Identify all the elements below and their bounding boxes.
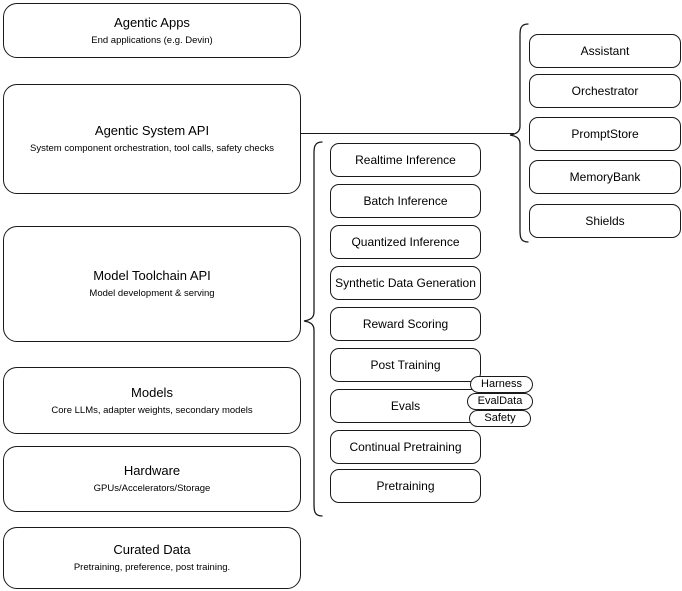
- toolchain-item-batch-inference[interactable]: Batch Inference: [330, 184, 481, 218]
- toolchain-item-reward-scoring[interactable]: Reward Scoring: [330, 307, 481, 341]
- layer-title: Model Toolchain API: [93, 268, 211, 283]
- brace-agentic-system-components: [509, 23, 529, 243]
- item-label: Orchestrator: [571, 83, 639, 98]
- toolchain-item-continual-pretraining[interactable]: Continual Pretraining: [330, 430, 481, 464]
- toolchain-item-pretraining[interactable]: Pretraining: [330, 469, 481, 503]
- item-label: Continual Pretraining: [349, 439, 462, 454]
- toolchain-item-synthetic-data-generation[interactable]: Synthetic Data Generation: [330, 266, 481, 300]
- eval-badge-label: Safety: [484, 412, 516, 424]
- system-component-promptstore[interactable]: PromptStore: [529, 117, 681, 151]
- eval-badge-label: EvalData: [477, 395, 523, 407]
- layer-box-models[interactable]: Models Core LLMs, adapter weights, secon…: [3, 367, 301, 434]
- layer-box-curated-data[interactable]: Curated Data Pretraining, preference, po…: [3, 527, 301, 589]
- item-label: Realtime Inference: [355, 152, 456, 167]
- layer-subtitle: System component orchestration, tool cal…: [30, 143, 274, 154]
- layer-subtitle: GPUs/Accelerators/Storage: [93, 483, 211, 494]
- item-label: PromptStore: [571, 126, 639, 141]
- toolchain-item-evals[interactable]: Evals: [330, 389, 481, 423]
- connector-system-api-to-components: [301, 133, 514, 134]
- item-label: Post Training: [370, 357, 441, 372]
- item-label: Pretraining: [376, 478, 435, 493]
- item-label: Batch Inference: [363, 193, 448, 208]
- system-component-memorybank[interactable]: MemoryBank: [529, 160, 681, 194]
- item-label: MemoryBank: [569, 169, 641, 184]
- toolchain-item-quantized-inference[interactable]: Quantized Inference: [330, 225, 481, 259]
- layer-title: Models: [131, 384, 173, 400]
- layer-box-agentic-apps[interactable]: Agentic Apps End applications (e.g. Devi…: [3, 3, 301, 58]
- layer-title: Curated Data: [113, 542, 191, 557]
- toolchain-item-realtime-inference[interactable]: Realtime Inference: [330, 143, 481, 177]
- layer-subtitle: Pretraining, preference, post training.: [73, 562, 231, 573]
- eval-badge-harness[interactable]: Harness: [470, 376, 533, 393]
- brace-model-toolchain: [303, 141, 323, 517]
- item-label: Evals: [390, 398, 421, 413]
- toolchain-item-post-training[interactable]: Post Training: [330, 348, 481, 382]
- layer-title: Agentic Apps: [114, 14, 190, 30]
- layer-title: Hardware: [123, 463, 181, 478]
- eval-badge-label: Harness: [481, 378, 522, 390]
- layer-subtitle: Core LLMs, adapter weights, secondary mo…: [51, 404, 253, 416]
- layer-box-hardware[interactable]: Hardware GPUs/Accelerators/Storage: [3, 446, 301, 512]
- item-label: Reward Scoring: [362, 316, 449, 331]
- item-label: Shields: [585, 213, 625, 228]
- layer-subtitle: Model development & serving: [89, 288, 215, 299]
- eval-badge-evaldata[interactable]: EvalData: [467, 393, 533, 410]
- layer-box-model-toolchain-api[interactable]: Model Toolchain API Model development & …: [3, 226, 301, 342]
- item-label: Synthetic Data Generation: [335, 275, 476, 290]
- layer-subtitle: End applications (e.g. Devin): [91, 34, 213, 46]
- system-component-orchestrator[interactable]: Orchestrator: [529, 74, 681, 108]
- eval-badge-safety[interactable]: Safety: [469, 410, 531, 427]
- layer-title: Agentic System API: [94, 123, 210, 138]
- item-label: Assistant: [580, 43, 630, 58]
- system-component-assistant[interactable]: Assistant: [529, 34, 681, 68]
- layer-box-agentic-system-api[interactable]: Agentic System API System component orch…: [3, 84, 301, 194]
- system-component-shields[interactable]: Shields: [529, 204, 681, 238]
- item-label: Quantized Inference: [351, 234, 460, 249]
